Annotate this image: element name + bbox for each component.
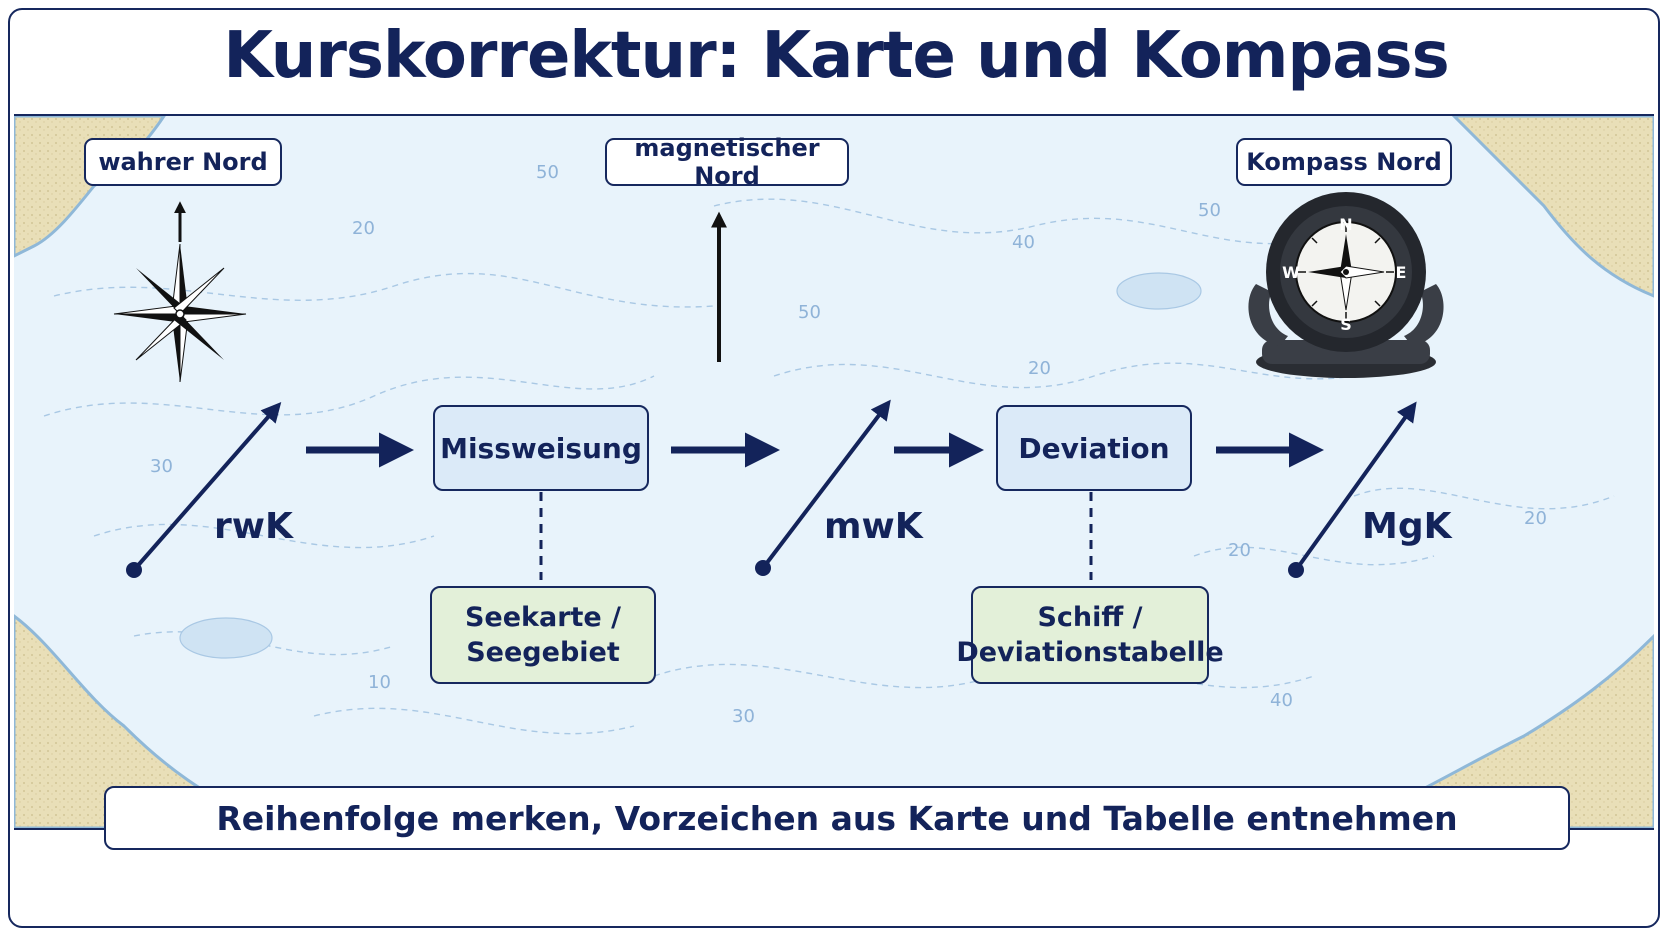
diagram-arrows: N S W E	[113, 192, 1444, 580]
footer-note: Reihenfolge merken, Vorzeichen aus Karte…	[104, 786, 1570, 850]
depth-sounding: 20	[1524, 508, 1547, 529]
deviation-source-line: Deviationstabelle	[956, 637, 1224, 668]
compass-letter-n: N	[1339, 215, 1352, 234]
deviation-source-line: Schiff /	[1037, 601, 1143, 633]
mgk-label: MgK	[1362, 506, 1452, 547]
compass-letter-e: E	[1396, 263, 1407, 282]
depth-sounding: 50	[536, 162, 559, 183]
compass-north-label: Kompass Nord	[1236, 138, 1452, 186]
depth-sounding: 30	[732, 706, 755, 727]
rwk-course-vector	[132, 401, 282, 572]
variation-box: Missweisung	[433, 405, 649, 491]
ships-compass-icon: N S W E	[1248, 192, 1444, 378]
depth-sounding: 40	[1270, 690, 1293, 711]
depth-sounding: 50	[798, 302, 821, 323]
variation-source-line: Seekarte /	[464, 601, 622, 633]
depth-sounding: 20	[1228, 540, 1251, 561]
variation-source-line: Seegebiet	[466, 637, 620, 668]
depth-sounding: 20	[352, 218, 375, 239]
page-title: Kurskorrektur: Karte und Kompass	[223, 19, 1449, 93]
rwk-label: rwK	[214, 506, 293, 547]
depth-sounding: 30	[150, 456, 173, 477]
true-north-label: wahrer Nord	[84, 138, 282, 186]
mwk-label: mwK	[824, 506, 923, 547]
variation-source-box: Seekarte / Seegebiet	[430, 586, 656, 684]
compass-letter-w: W	[1282, 263, 1300, 282]
compass-rose-icon	[113, 201, 247, 383]
deviation-box: Deviation	[996, 405, 1192, 491]
deviation-source-box: Schiff / Deviationstabelle	[956, 586, 1224, 684]
mgk-course-vector	[1294, 401, 1417, 572]
depth-sounding: 10	[368, 672, 391, 693]
depth-sounding: 20	[1028, 358, 1051, 379]
mwk-course-vector	[761, 399, 891, 570]
compass-letter-s: S	[1340, 315, 1352, 334]
diagram-frame: Kurskorrektur: Karte und Kompass	[8, 8, 1660, 928]
depth-sounding: 40	[1012, 232, 1035, 253]
depth-sounding: 50	[1198, 200, 1221, 221]
magnetic-north-label: magnetischer Nord	[605, 134, 849, 190]
